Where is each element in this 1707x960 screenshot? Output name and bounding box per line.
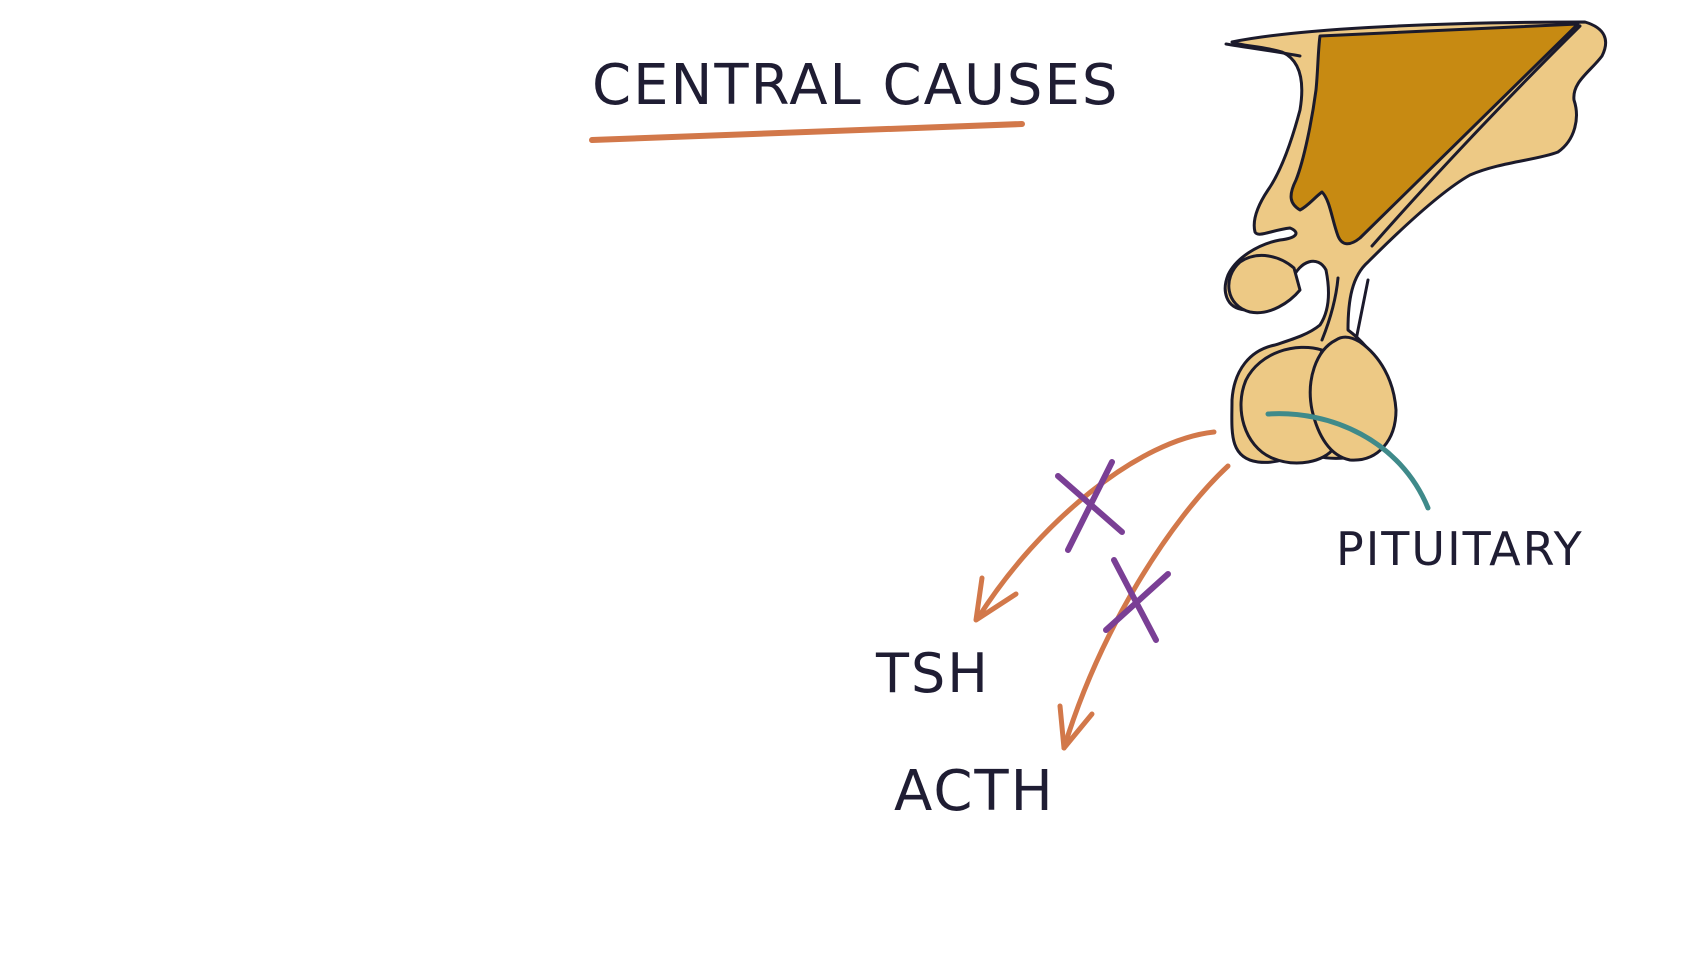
hormone-label-tsh: TSH — [875, 642, 990, 705]
hormone-label-acth: ACTH — [894, 759, 1055, 824]
arrow-to-tsh-head — [976, 578, 1016, 620]
page-title: CENTRAL CAUSES — [592, 53, 1119, 118]
pituitary-label: PITUITARY — [1336, 522, 1584, 576]
pituitary-gland-illustration — [1225, 22, 1605, 463]
optic-chiasm — [1229, 255, 1300, 312]
title-underline — [592, 124, 1022, 140]
arrow-to-acth — [1060, 466, 1228, 748]
posterior-pituitary-lobe — [1310, 337, 1396, 460]
